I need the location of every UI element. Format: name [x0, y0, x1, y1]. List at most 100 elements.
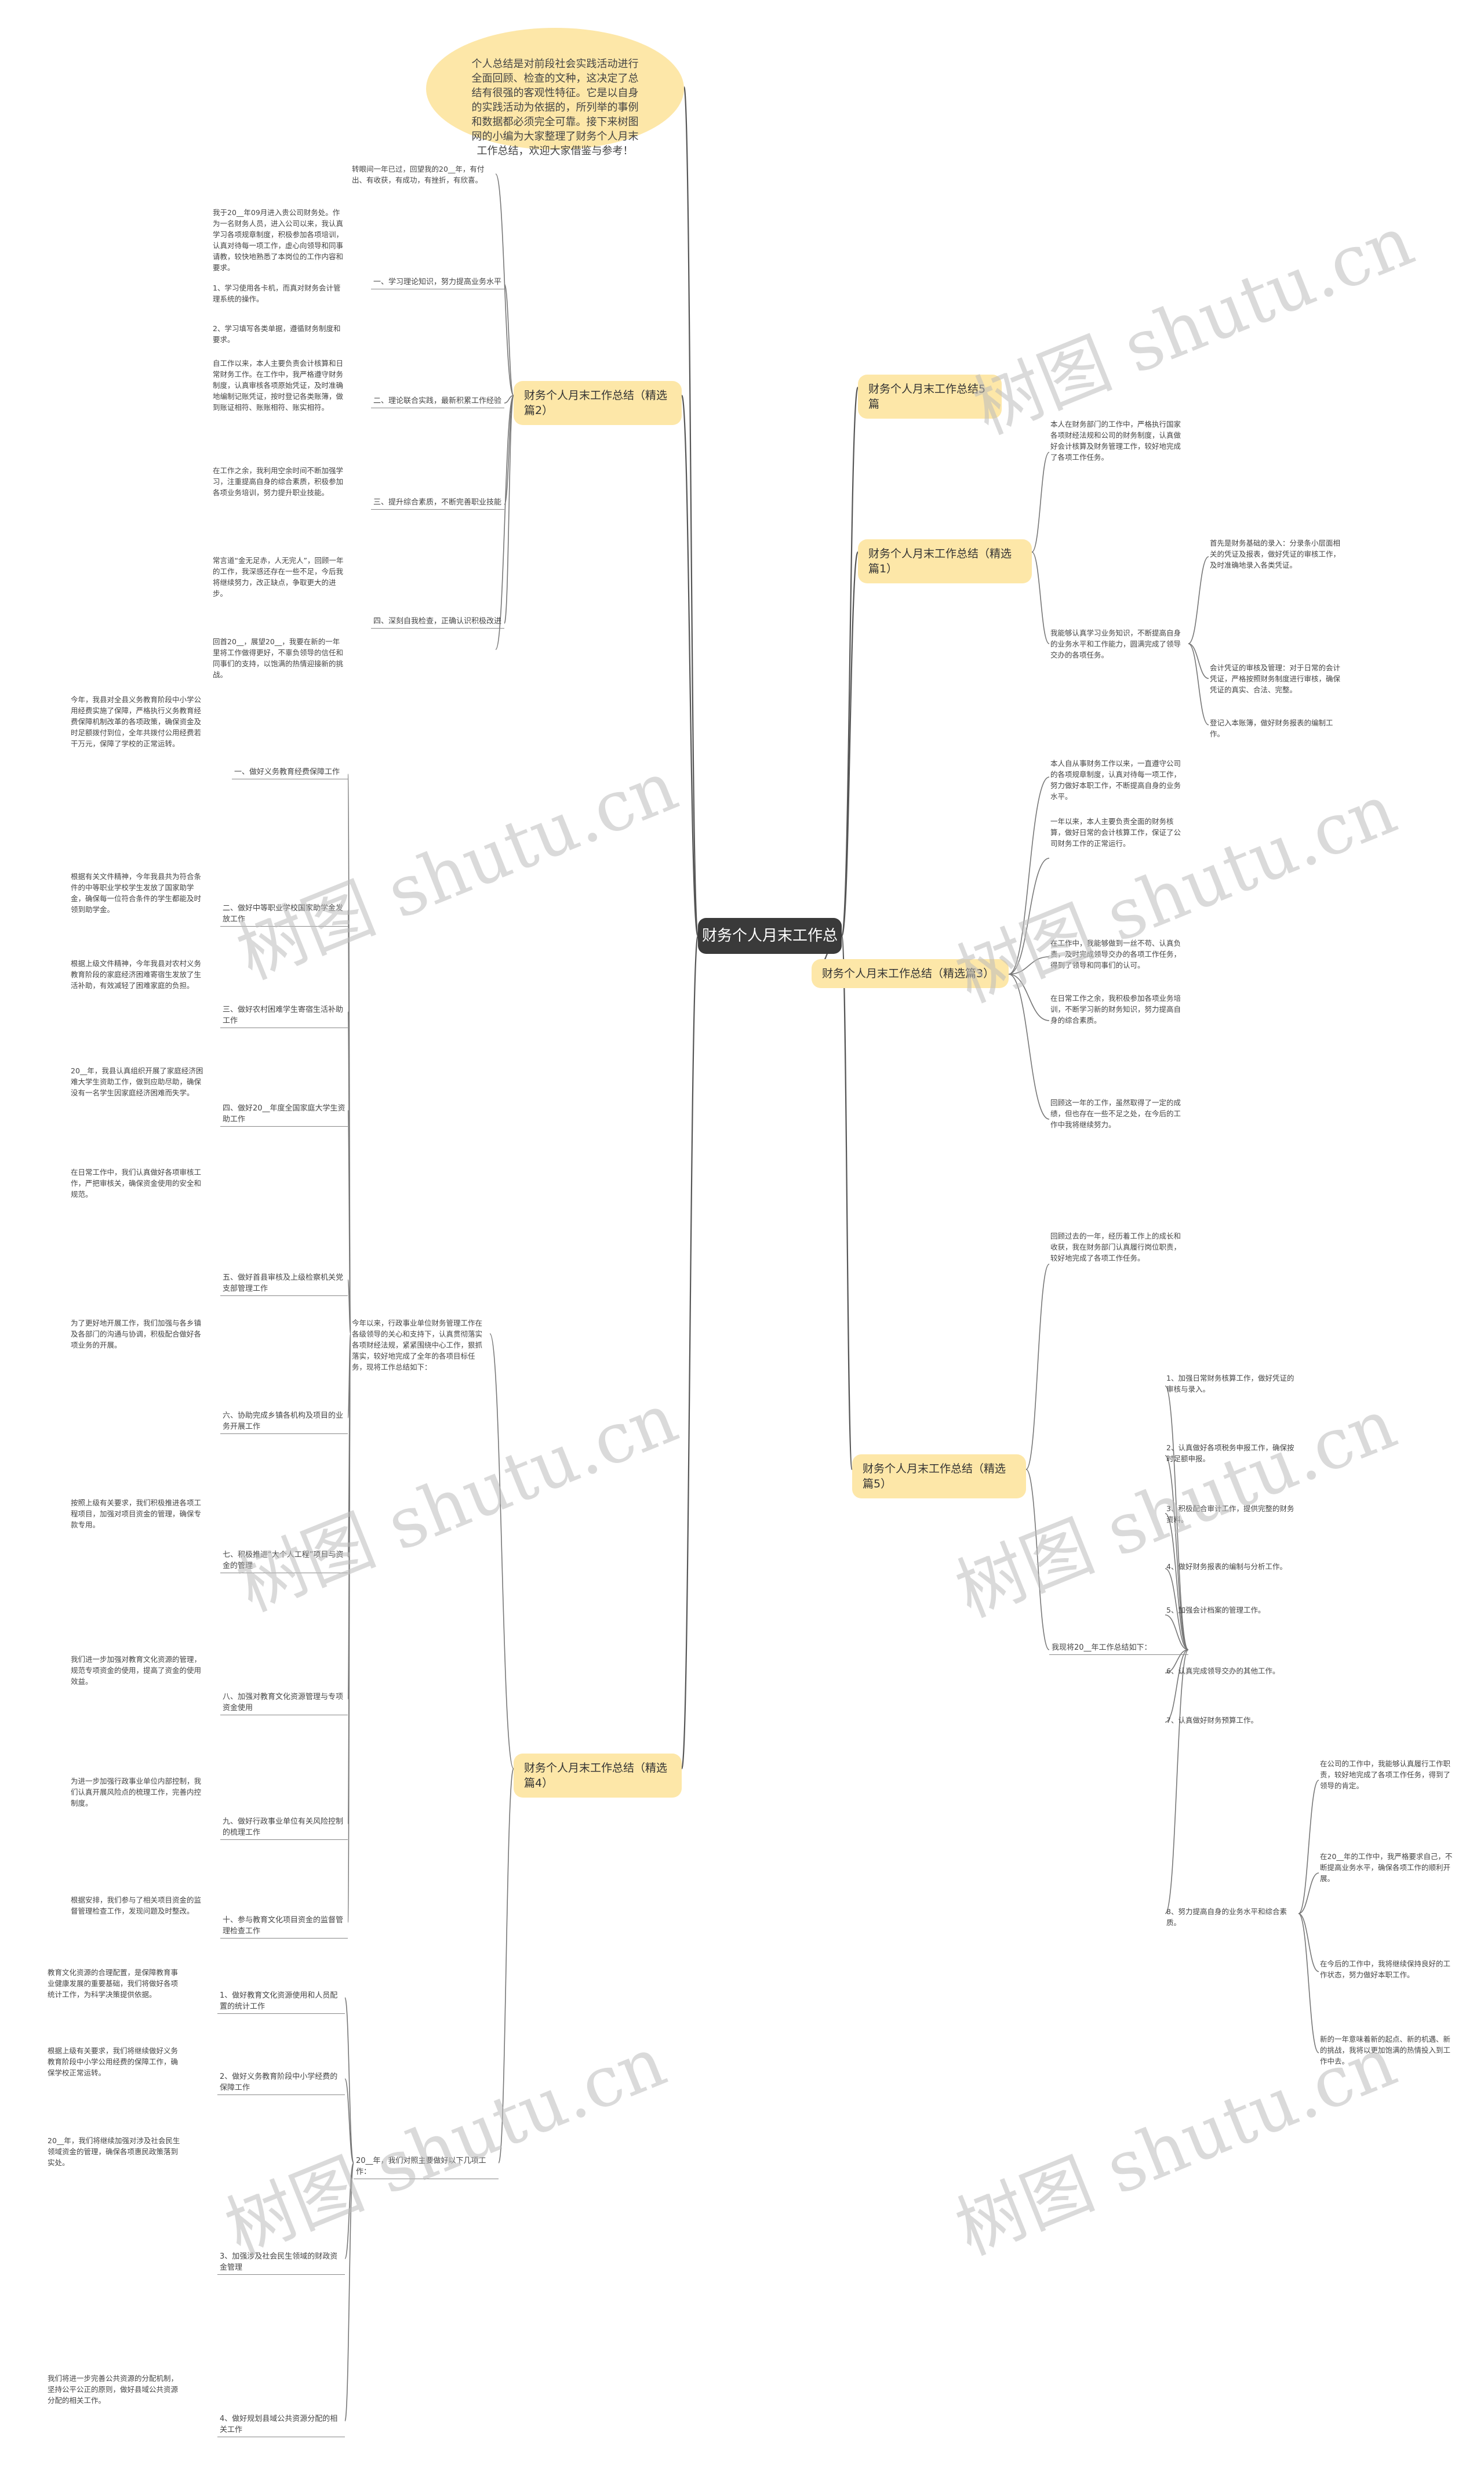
- right5-item-6: 6、认真完成领导交办的其他工作。: [1166, 1667, 1280, 1675]
- left4-item-1[interactable]: 一、做好义务教育经费保障工作: [232, 765, 348, 779]
- left4-footer-intro[interactable]: 20__年，我们对照主要做好以下几项工作：: [354, 2154, 499, 2179]
- right1-leaf-2: 会计凭证的审核及管理：对于日常的会计凭证，严格按照财务制度进行审核，确保凭证的真…: [1210, 663, 1341, 694]
- left4-item-7[interactable]: 七、积极推进“大个人工程”项目与资金的管理: [220, 1548, 348, 1573]
- connector-right1-leaf-3: [1188, 643, 1209, 725]
- branch-right-overview[interactable]: 财务个人月末工作总结5篇: [858, 375, 1002, 419]
- connector-right5-leaf-3: [1298, 1913, 1319, 1972]
- left4-item-10[interactable]: 十、参与教育文化项目资金的监督管理检查工作: [220, 1914, 348, 1939]
- connector-right5-item-4: [1165, 1568, 1189, 1650]
- intro-bubble[interactable]: 个人总结是对前段社会实践活动进行全面回顾、检查的文种，这决定了总结有很强的客观性…: [426, 28, 684, 157]
- left2-p4: 常言道“金无足赤，人无完人”，回顾一年的工作，我深感还存在一些不足，今后我将继续…: [213, 556, 344, 598]
- left4-item-9[interactable]: 九、做好行政事业单位有关风险控制的梳理工作: [220, 1815, 348, 1840]
- left2-body: 我于20__年09月进入贵公司财务处。作为一名财务人员，进入公司以来，我认真学习…: [213, 208, 344, 272]
- connector-left4-footer-item-3: [344, 2162, 354, 2259]
- left4-item-6[interactable]: 六、协助完成乡镇各机构及项目的业务开展工作: [220, 1409, 348, 1434]
- right3-p1: 本人自从事财务工作以来，一直遵守公司的各项规章制度，认真对待每一项工作，努力做好…: [1050, 759, 1181, 801]
- left4-item-2[interactable]: 二、做好中等职业学校国家助学金发放工作: [220, 902, 348, 927]
- right5-leaf-1: 在公司的工作中，我能够认真履行工作职责，较好地完成了各项工作任务，得到了领导的肯…: [1320, 1759, 1451, 1790]
- branch-left-4[interactable]: 财务个人月末工作总结（精选篇4）: [514, 1754, 682, 1798]
- left2-p3: 在工作之余，我利用空余时间不断加强学习，注重提高自身的综合素质，积极参加各项业务…: [213, 466, 344, 497]
- connector-right5-item-3: [1165, 1513, 1189, 1650]
- connector-right3-p3: [1008, 956, 1050, 975]
- connector-left4-item-4: [347, 1110, 351, 1334]
- left4-p4: 20__年，我县认真组织开展了家庭经济困难大学生资助工作，做到应助尽助，确保没有…: [71, 1066, 203, 1097]
- connector-right5-item-5: [1165, 1614, 1189, 1650]
- connector-left4-item-10: [347, 1333, 351, 1923]
- branch-label: 财务个人月末工作总结5篇: [868, 383, 986, 411]
- left4-footer-item-3[interactable]: 3、加强涉及社会民生领域的财政资金管理: [217, 2250, 345, 2275]
- left4-p1: 今年，我县对全县义务教育阶段中小学公用经费实施了保障，严格执行义务教育经费保障机…: [71, 695, 202, 748]
- right3-p3: 在工作中，我能够做到一丝不苟、认真负责，及时完成领导交办的各项工作任务，得到了领…: [1050, 939, 1181, 970]
- connector-right1-p1: [1031, 452, 1050, 553]
- right5-leaf-2: 在20__年的工作中，我严格要求自己，不断提高业务水平，确保各项工作的顺利开展。: [1320, 1852, 1453, 1883]
- connector-root-right-1: [841, 551, 859, 937]
- connector-right5-item-7: [1165, 1649, 1189, 1723]
- right1-leaf-1: 首先是财务基础的录入：分录条小层面相关的凭证及报表，做好凭证的审核工作，及时准确…: [1210, 539, 1341, 569]
- branch-label: 财务个人月末工作总结（精选篇4）: [524, 1762, 668, 1789]
- right5-item-8: 8、努力提高自身的业务水平和综合素质。: [1166, 1907, 1287, 1927]
- left2-item-3[interactable]: 三、提升综合素质，不断完善职业技能: [371, 496, 504, 510]
- right5-items-intro[interactable]: 我现将20__年工作总结如下：: [1049, 1641, 1188, 1655]
- connector-root-right-overview: [841, 386, 859, 937]
- left4-footer-item-2[interactable]: 2、做好义务教育阶段中小学经费的保障工作: [217, 2070, 345, 2095]
- left2-item-4[interactable]: 四、深刻自我检查，正确认识积极改进: [371, 615, 504, 629]
- left2-intro: 转眼间一年已过，回望我的20__年，有付出、有收获，有成功，有挫折，有欣喜。: [352, 165, 485, 184]
- connector-left2-item-4: [504, 395, 514, 624]
- connector-right3-p5: [1008, 974, 1050, 1120]
- left4-item-5[interactable]: 五、做好首县审核及上级检察机关党支部管理工作: [220, 1271, 348, 1296]
- left2-detail-2: 2、学习填写各类单据，遵循财务制度和要求。: [213, 324, 341, 344]
- connector-left4-footer-item-4: [344, 2162, 354, 2422]
- connector-root-right-5: [841, 935, 853, 1471]
- connector-left2-intro: [495, 173, 514, 396]
- branch-right-1[interactable]: 财务个人月末工作总结（精选篇1）: [858, 539, 1032, 583]
- left4-footer-item-1[interactable]: 1、做好教育文化资源使用和人员配置的统计工作: [217, 1989, 345, 2014]
- connector-root-intro: [683, 86, 699, 937]
- root-title: 财务个人月末工作总结: [701, 927, 838, 981]
- connector-root-left-2: [681, 394, 699, 937]
- branch-left-2[interactable]: 财务个人月末工作总结（精选篇2）: [514, 381, 682, 425]
- connector-right5-leaf-4: [1298, 1913, 1319, 2053]
- connector-right5-item-2: [1165, 1455, 1189, 1650]
- left4-p7: 按照上级有关要求，我们积极推进各项工程项目，加强对项目资金的管理，确保专款专用。: [71, 1498, 202, 1529]
- left4-item-3[interactable]: 三、做好农村困难学生寄宿生活补助工作: [220, 1003, 348, 1028]
- intro-text: 个人总结是对前段社会实践活动进行全面回顾、检查的文种，这决定了总结有很强的客观性…: [471, 58, 639, 157]
- branch-label: 财务个人月末工作总结（精选篇5）: [863, 1462, 1006, 1490]
- branch-right-5[interactable]: 财务个人月末工作总结（精选篇5）: [852, 1454, 1026, 1498]
- branch-label: 财务个人月末工作总结（精选篇1）: [868, 547, 1012, 575]
- connector-right5-leaf-2: [1298, 1872, 1319, 1914]
- connector-right5-items: [1025, 1469, 1050, 1650]
- right1-leaf-3: 登记入本账簿，做好财务报表的编制工作。: [1210, 718, 1333, 738]
- right5-item-4: 4、做好财务报表的编制与分析工作。: [1166, 1562, 1287, 1571]
- connector-left4-footer: [498, 1768, 514, 2164]
- branch-right-3[interactable]: 财务个人月末工作总结（精选篇3）: [812, 959, 1009, 988]
- left4-f3: 20__年，我们将继续加强对涉及社会民生领域资金的管理，确保各项惠民政策落到实处…: [48, 2136, 180, 2167]
- right5-leaf-4: 新的一年意味着新的起点、新的机遇、新的挑战，我将以更加饱满的热情投入到工作中去。: [1320, 2035, 1451, 2066]
- right5-item-7: 7、认真做好财务预算工作。: [1166, 1716, 1258, 1725]
- right5-intro: 回顾过去的一年，经历着工作上的成长和收获，我在财务部门认真履行岗位职责，较好地完…: [1050, 1232, 1181, 1262]
- left2-p5: 回首20__，展望20__，我要在新的一年里将工作做得更好，不辜负领导的信任和同…: [213, 637, 344, 679]
- root-node[interactable]: 财务个人月末工作总结: [698, 918, 842, 981]
- left4-p9: 为进一步加强行政事业单位内部控制，我们认真开展风险点的梳理工作，完善内控制度。: [71, 1777, 202, 1807]
- left4-item-8[interactable]: 八、加强对教育文化资源管理与专项资金使用: [220, 1690, 348, 1715]
- left4-item-4[interactable]: 四、做好20__年度全国家庭大学生资助工作: [220, 1102, 348, 1127]
- left2-item-1[interactable]: 一、学习理论知识，努力提高业务水平: [371, 275, 504, 289]
- right5-item-3: 3、积极配合审计工作，提供完整的财务资料。: [1166, 1504, 1294, 1524]
- connector-right5-intro: [1025, 1264, 1050, 1470]
- right3-p2: 一年以来，本人主要负责全面的财务核算，做好日常的会计核算工作，保证了公司财务工作…: [1050, 817, 1181, 848]
- left2-detail-1: 1、学习使用各卡机，而真对财务会计管理系统的操作。: [213, 284, 341, 303]
- connector-right1-p2: [1031, 551, 1050, 644]
- left4-footer-item-4[interactable]: 4、做好规划县域公共资源分配的相关工作: [217, 2412, 345, 2437]
- left4-intro: 今年以来，行政事业单位财务管理工作在各级领导的关心和支持下，认真贯彻落实各项财经…: [352, 1319, 483, 1371]
- connector-right1-leaf-2: [1188, 643, 1209, 679]
- left2-item-2[interactable]: 二、理论联合实践，最新积累工作经验: [371, 394, 504, 408]
- connector-right3-p4: [1008, 974, 1050, 1021]
- left4-p6: 为了更好地开展工作，我们加强与各乡镇及各部门的沟通与协调，积极配合做好各项业务的…: [71, 1319, 202, 1349]
- left4-p5: 在日常工作中，我们认真做好各项审核工作，严把审核关，确保资金使用的安全和规范。: [71, 1168, 202, 1199]
- connector-right5-item-1: [1165, 1385, 1189, 1650]
- connector-right5-leaf-1: [1298, 1780, 1319, 1914]
- connector-root-left-4: [681, 935, 699, 1770]
- right5-leaf-3: 在今后的工作中，我将继续保持良好的工作状态，努力做好本职工作。: [1320, 1959, 1451, 1979]
- connector-left2-p5: [495, 395, 514, 650]
- right1-p2: 我能够认真学习业务知识，不断提高自身的业务水平和工作能力，圆满完成了领导交办的各…: [1050, 629, 1181, 659]
